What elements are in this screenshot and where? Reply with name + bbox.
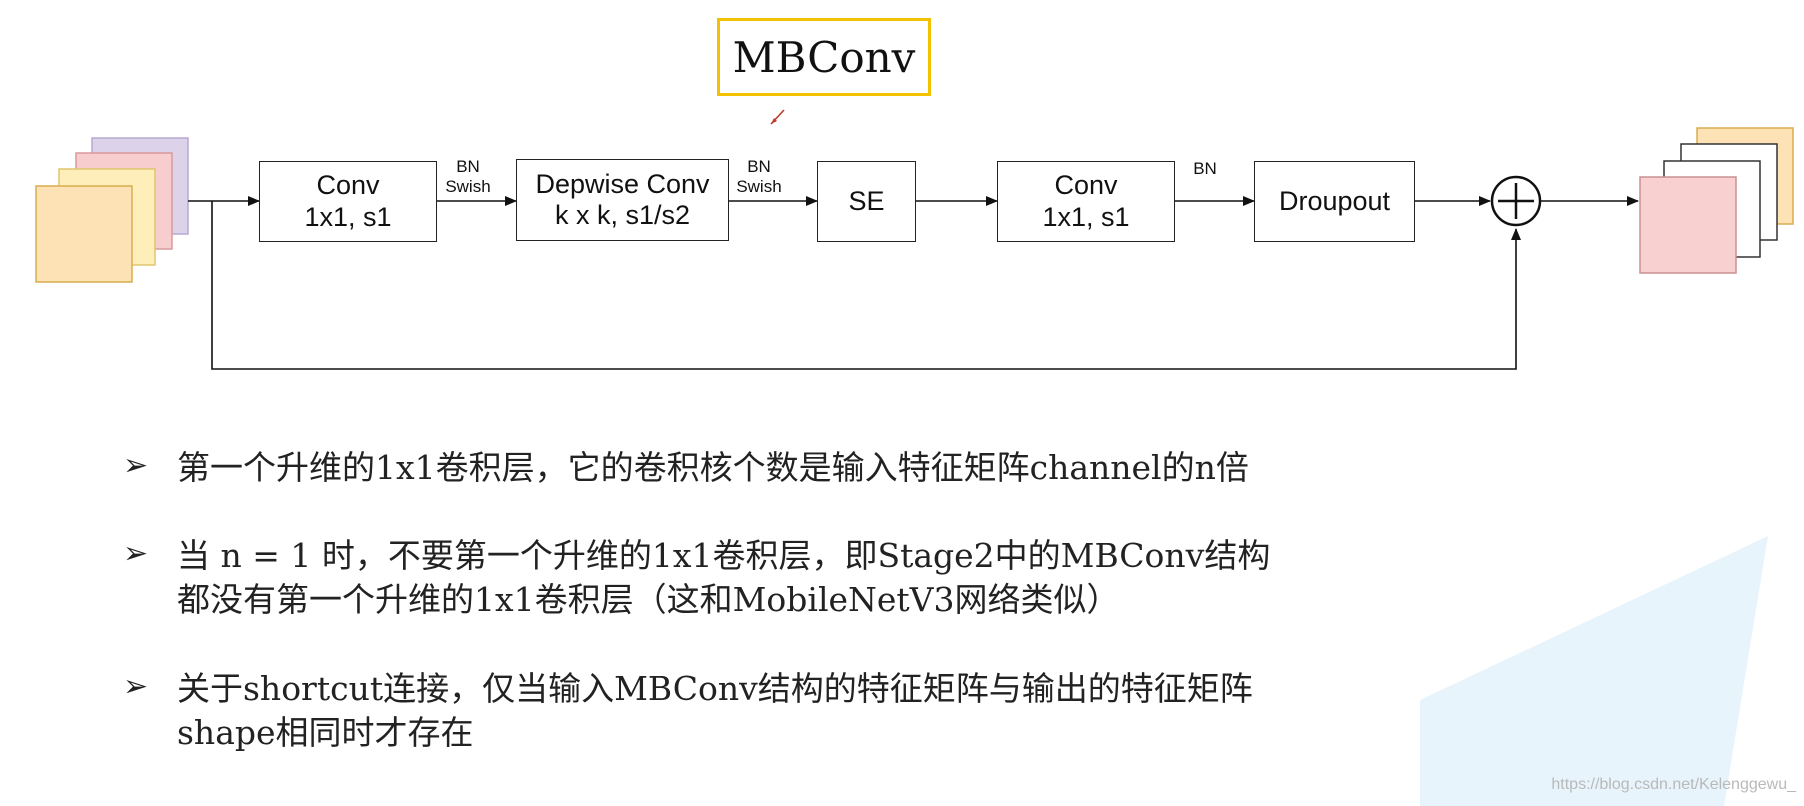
conv2-block: Conv 1x1, s1 [997,161,1175,242]
bullet-arrow-icon: ➢ [123,668,149,704]
edge-label-bn: BN [1193,159,1217,178]
bullet-text: 关于shortcut连接，仅当输入MBConv结构的特征矩阵与输出的特征矩阵 [177,668,1253,708]
dwconv-line2: k x k, s1/s2 [554,200,691,230]
background-shape [1420,536,1768,806]
se-label: SE [848,185,885,216]
edge-label-dw-se: BN Swish [731,157,787,196]
edge-label-swish: Swish [736,176,782,196]
conv1-line1: Conv [316,170,380,201]
output-feature-stack [1639,127,1794,274]
bullet-text: shape相同时才存在 [177,712,474,752]
shortcut-path [211,201,1521,370]
edge-label-conv2-dropout: BN [1190,159,1220,179]
bullet-text: 第一个升维的1x1卷积层，它的卷积核个数是输入特征矩阵channel的n倍 [177,448,1249,487]
edge-label-bn: BN [456,157,480,176]
bullet-item: ➢ 当 n = 1 时，不要第一个升维的1x1卷积层，即Stage2中的MBCo… [115,534,1415,622]
bullet-item: ➢ 第一个升维的1x1卷积层，它的卷积核个数是输入特征矩阵channel的n倍 [115,446,1415,490]
se-block: SE [817,161,916,242]
bullet-text: 当 n = 1 时，不要第一个升维的1x1卷积层，即Stage2中的MBConv… [177,536,1271,576]
edge-label-swish: Swish [445,176,491,196]
mbconv-title: MBConv [717,18,931,96]
input-layer-4 [35,185,133,283]
watermark: https://blog.csdn.net/Kelenggewu_ [1551,776,1796,793]
edge-label-bn: BN [747,157,771,176]
dwconv-block: Depwise Conv k x k, s1/s2 [516,159,729,241]
add-node [1490,175,1542,227]
dwconv-line1: Depwise Conv [535,168,710,199]
edge-label-conv1-dw: BN Swish [440,157,496,196]
input-feature-stack [35,137,189,283]
conv1-line2: 1x1, s1 [304,201,392,232]
conv1-block: Conv 1x1, s1 [259,161,437,242]
bullet-arrow-icon: ➢ [123,536,149,572]
bullet-list: ➢ 第一个升维的1x1卷积层，它的卷积核个数是输入特征矩阵channel的n倍 … [115,446,1415,755]
cursor-mark [770,109,785,125]
conv2-line1: Conv [1054,170,1118,201]
bullet-item: ➢ 关于shortcut连接，仅当输入MBConv结构的特征矩阵与输出的特征矩阵… [115,667,1415,755]
bullet-arrow-icon: ➢ [123,448,149,483]
dropout-block: Droupout [1254,161,1415,242]
output-layer-4 [1639,176,1737,274]
conv2-line2: 1x1, s1 [1042,201,1130,232]
dropout-label: Droupout [1278,185,1391,216]
bullet-text: 都没有第一个升维的1x1卷积层（这和MobileNetV3网络类似） [177,580,1120,620]
